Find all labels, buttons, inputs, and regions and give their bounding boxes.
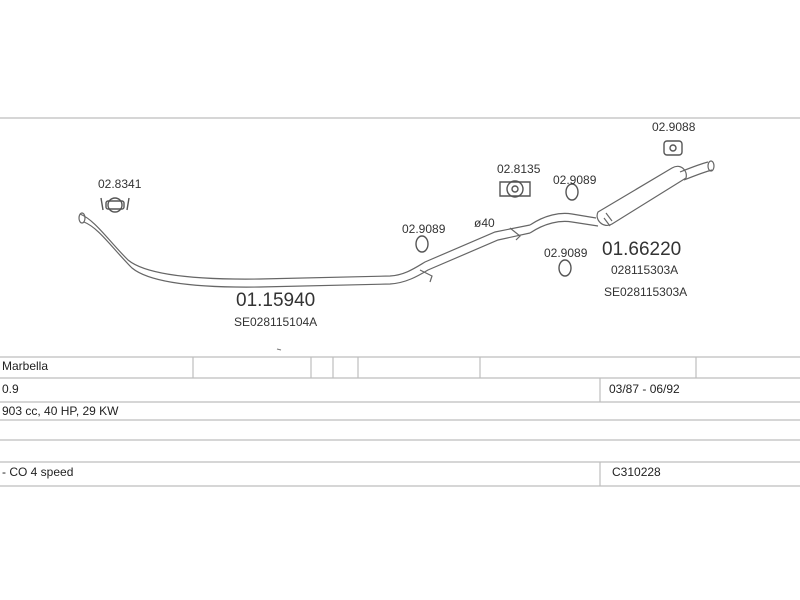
diameter-label: ø40	[474, 216, 495, 230]
vehicle-catalog-code: C310228	[612, 465, 661, 479]
hanger-rear-label: 02.9088	[652, 120, 696, 134]
small-mark	[276, 348, 282, 351]
vehicle-model: Marbella	[2, 359, 49, 373]
ring-a-label: 02.9089	[402, 222, 446, 236]
ring-c-icon	[558, 259, 572, 277]
ring-a-icon	[415, 235, 429, 253]
front-pipe-ref: SE028115104A	[234, 315, 317, 329]
vehicle-engine-size: 0.9	[2, 382, 19, 396]
clamp-mid-label: 02.8135	[497, 162, 541, 176]
front-pipe	[78, 212, 531, 288]
rear-silencer-ref1: 028115303A	[611, 263, 678, 277]
ring-b-label: 02.9089	[553, 173, 597, 187]
vehicle-table-grid	[0, 356, 800, 487]
clamp-front-label: 02.8341	[98, 177, 142, 191]
hanger-rear-icon	[663, 140, 683, 156]
rear-silencer-ref2: SE028115303A	[604, 285, 687, 299]
front-pipe-number: 01.15940	[236, 290, 315, 311]
rear-silencer	[596, 160, 715, 227]
clamp-mid-icon	[499, 180, 531, 198]
intermediate-pipe	[529, 212, 599, 234]
vehicle-engine-spec: 903 cc, 40 HP, 29 KW	[2, 404, 119, 418]
rear-silencer-number: 01.66220	[602, 239, 681, 260]
vehicle-gearbox: - CO 4 speed	[2, 465, 74, 479]
ring-b-icon	[565, 183, 579, 201]
clamp-front-icon	[100, 197, 130, 213]
ring-c-label: 02.9089	[544, 246, 588, 260]
vehicle-years: 03/87 - 06/92	[609, 382, 680, 396]
